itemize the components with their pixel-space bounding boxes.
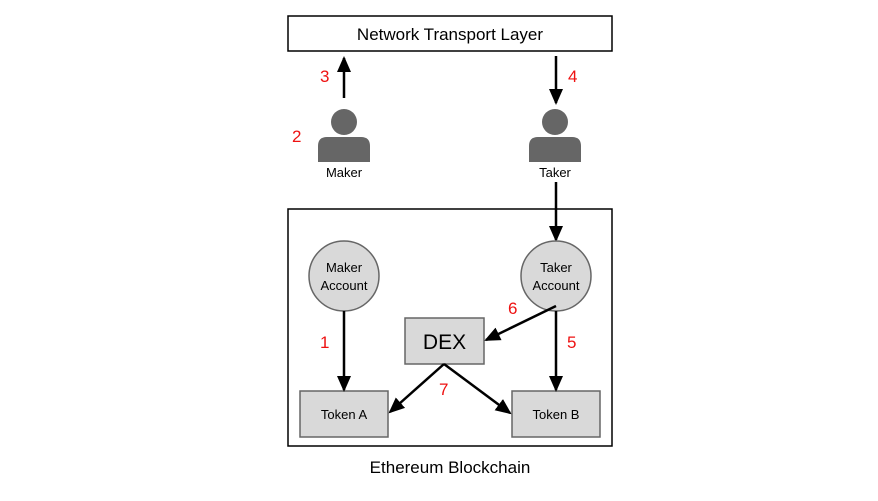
taker-person-icon <box>529 109 581 162</box>
maker-label: Maker <box>326 165 363 180</box>
step-4-label: 4 <box>568 67 577 86</box>
taker-account-line1: Taker <box>540 260 572 275</box>
network-transport-layer-label: Network Transport Layer <box>357 25 543 44</box>
token-a-label: Token A <box>321 407 368 422</box>
taker-account-node: Taker Account <box>520 240 592 312</box>
step-1-label: 1 <box>320 333 329 352</box>
arrow-dex-to-token-a <box>388 363 445 414</box>
network-transport-layer-box: Network Transport Layer <box>287 15 613 52</box>
taker-account-line2: Account <box>533 278 580 293</box>
step-3-label: 3 <box>320 67 329 86</box>
token-a-node: Token A <box>299 390 389 438</box>
maker-account-node: Maker Account <box>308 240 380 312</box>
maker-account-line1: Maker <box>326 260 363 275</box>
ethereum-blockchain-label: Ethereum Blockchain <box>370 458 531 477</box>
maker-account-line2: Account <box>321 278 368 293</box>
dex-node: DEX <box>404 317 485 365</box>
taker-label: Taker <box>539 165 571 180</box>
step-7-label: 7 <box>439 380 448 399</box>
step-2-label: 2 <box>292 127 301 146</box>
step-6-label: 6 <box>508 299 517 318</box>
step-5-label: 5 <box>567 333 576 352</box>
arrow-taker-account-to-dex <box>484 304 557 342</box>
arrow-dex-to-token-b <box>443 362 512 415</box>
token-b-node: Token B <box>511 390 601 438</box>
token-b-label: Token B <box>533 407 580 422</box>
maker-person-icon <box>318 109 370 162</box>
dex-label: DEX <box>423 331 466 354</box>
